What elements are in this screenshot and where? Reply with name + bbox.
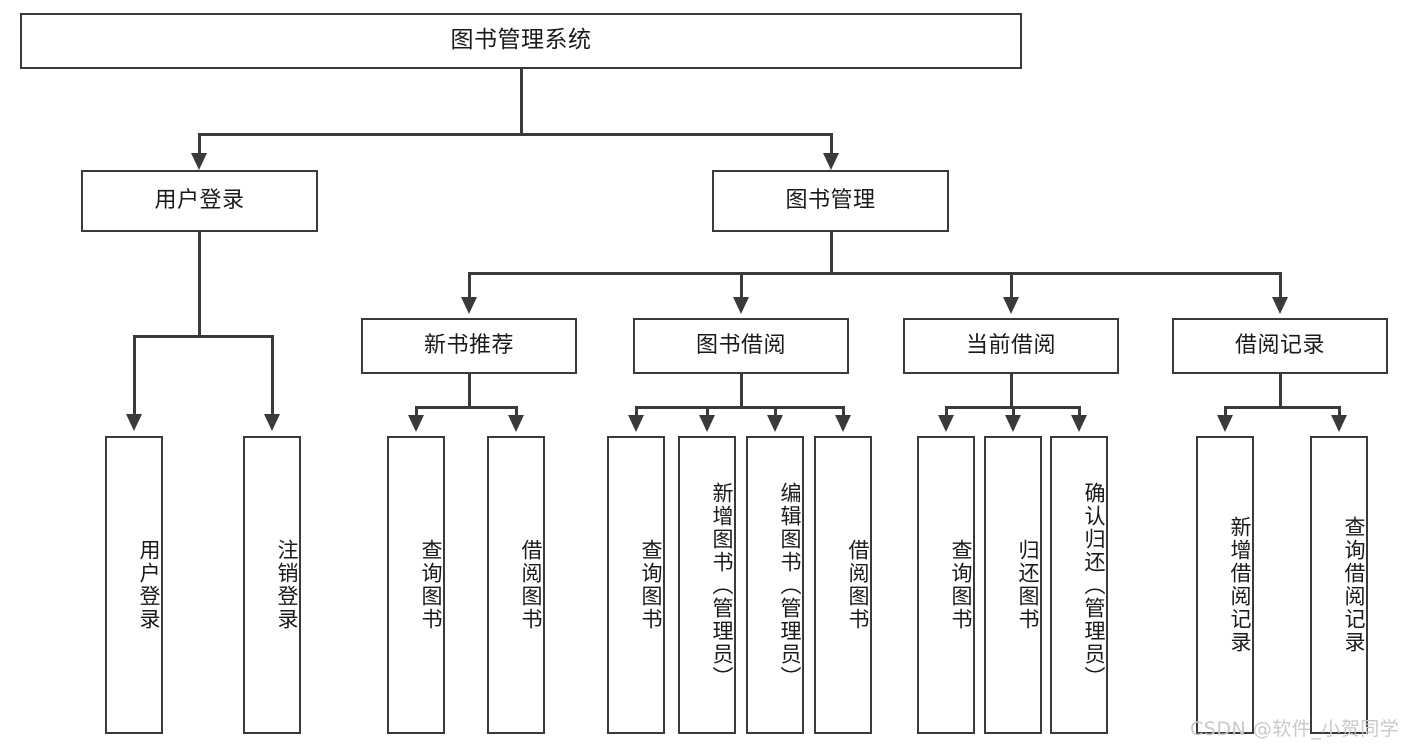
arrow-br-child-1 xyxy=(1217,415,1233,432)
node-query-borrow-record[interactable]: 查询借阅记录 xyxy=(1310,436,1368,734)
node-add-borrow-record-label: 新增借阅记录 xyxy=(1228,516,1252,654)
connector-root-bus xyxy=(198,133,832,136)
node-current-borrow-label: 当前借阅 xyxy=(965,332,1056,358)
arrow-bb-child-1 xyxy=(628,415,644,432)
connector-nbr-child-2 xyxy=(515,406,518,418)
node-book-borrow-label: 图书借阅 xyxy=(695,332,786,358)
node-logout-leaf-label: 注销登录 xyxy=(275,539,299,631)
node-user-login-label: 用户登录 xyxy=(154,187,245,213)
node-borrow-book-2-label: 借阅图书 xyxy=(846,539,870,631)
node-query-borrow-record-label: 查询借阅记录 xyxy=(1342,516,1366,654)
connector-to-user-login xyxy=(198,133,201,157)
connector-br-bus xyxy=(1224,406,1339,409)
connector-nbr-stem xyxy=(468,374,471,406)
arrow-bb-child-2 xyxy=(699,415,715,432)
node-query-book-1[interactable]: 查询图书 xyxy=(387,436,445,734)
arrow-bm-child-2 xyxy=(733,297,749,314)
node-borrow-book-1-label: 借阅图书 xyxy=(519,539,543,631)
connector-book-management-bus xyxy=(468,272,1280,275)
node-confirm-return-admin[interactable]: 确认归还（管理员） xyxy=(1050,436,1108,734)
connector-br-child-2 xyxy=(1338,406,1341,418)
node-current-borrow[interactable]: 当前借阅 xyxy=(903,318,1119,374)
connector-br-child-1 xyxy=(1224,406,1227,418)
node-new-book-recommend-label: 新书推荐 xyxy=(423,332,514,358)
connector-bb-child-2 xyxy=(706,406,709,418)
node-edit-book-admin-label: 编辑图书（管理员） xyxy=(778,481,802,689)
node-add-borrow-record[interactable]: 新增借阅记录 xyxy=(1196,436,1254,734)
connector-cb-child-1 xyxy=(945,406,948,418)
connector-bb-child-1 xyxy=(635,406,638,418)
node-query-book-2[interactable]: 查询图书 xyxy=(607,436,665,734)
arrow-bb-child-3 xyxy=(767,415,783,432)
node-logout-leaf[interactable]: 注销登录 xyxy=(243,436,301,734)
node-confirm-return-admin-label: 确认归还（管理员） xyxy=(1082,481,1106,689)
node-add-book-admin-label: 新增图书（管理员） xyxy=(710,481,734,689)
connector-book-management-stem xyxy=(830,232,833,272)
node-borrow-record[interactable]: 借阅记录 xyxy=(1172,318,1388,374)
connector-bm-child-3 xyxy=(1010,272,1013,300)
arrow-nbr-child-1 xyxy=(408,415,424,432)
node-book-management-label: 图书管理 xyxy=(785,187,876,213)
connector-cb-child-3 xyxy=(1078,406,1081,418)
arrow-nbr-child-2 xyxy=(508,415,524,432)
arrow-to-book-management xyxy=(823,153,839,170)
connector-bb-bus xyxy=(635,406,843,409)
node-user-login-leaf-label: 用户登录 xyxy=(137,539,161,631)
connector-bb-stem xyxy=(740,374,743,406)
node-query-book-3[interactable]: 查询图书 xyxy=(917,436,975,734)
arrow-bm-child-1 xyxy=(461,297,477,314)
arrow-br-child-2 xyxy=(1331,415,1347,432)
node-borrow-book-2[interactable]: 借阅图书 xyxy=(814,436,872,734)
connector-cb-child-2 xyxy=(1012,406,1015,418)
connector-bm-child-4 xyxy=(1279,272,1282,300)
node-new-book-recommend[interactable]: 新书推荐 xyxy=(361,318,577,374)
node-user-login-leaf[interactable]: 用户登录 xyxy=(105,436,163,734)
arrow-user-login-child-2 xyxy=(264,414,280,431)
connector-user-login-bus xyxy=(133,335,273,338)
connector-nbr-child-1 xyxy=(415,406,418,418)
node-return-book[interactable]: 归还图书 xyxy=(984,436,1042,734)
connector-to-book-management xyxy=(830,133,833,157)
node-user-login[interactable]: 用户登录 xyxy=(81,170,318,232)
arrow-bm-child-3 xyxy=(1003,297,1019,314)
node-root[interactable]: 图书管理系统 xyxy=(20,13,1022,69)
arrow-cb-child-3 xyxy=(1071,415,1087,432)
node-root-label: 图书管理系统 xyxy=(450,27,592,54)
connector-bm-child-1 xyxy=(468,272,471,300)
node-borrow-record-label: 借阅记录 xyxy=(1234,332,1325,358)
arrow-cb-child-2 xyxy=(1005,415,1021,432)
connector-bb-child-4 xyxy=(842,406,845,418)
connector-br-stem xyxy=(1279,374,1282,406)
node-query-book-2-label: 查询图书 xyxy=(639,539,663,631)
node-borrow-book-1[interactable]: 借阅图书 xyxy=(487,436,545,734)
arrow-cb-child-1 xyxy=(938,415,954,432)
node-edit-book-admin[interactable]: 编辑图书（管理员） xyxy=(746,436,804,734)
connector-bm-child-2 xyxy=(740,272,743,300)
connector-root-stem xyxy=(520,69,523,133)
node-add-book-admin[interactable]: 新增图书（管理员） xyxy=(678,436,736,734)
node-book-management[interactable]: 图书管理 xyxy=(712,170,949,232)
node-book-borrow[interactable]: 图书借阅 xyxy=(633,318,849,374)
arrow-to-user-login xyxy=(191,153,207,170)
node-query-book-1-label: 查询图书 xyxy=(419,539,443,631)
node-return-book-label: 归还图书 xyxy=(1016,539,1040,631)
arrow-user-login-child-1 xyxy=(126,414,142,431)
arrow-bb-child-4 xyxy=(835,415,851,432)
connector-cb-stem xyxy=(1010,374,1013,406)
connector-user-login-child-2 xyxy=(271,335,274,417)
connector-user-login-stem xyxy=(198,232,201,335)
node-query-book-3-label: 查询图书 xyxy=(949,539,973,631)
arrow-bm-child-4 xyxy=(1272,297,1288,314)
connector-user-login-child-1 xyxy=(133,335,136,417)
connector-nbr-bus xyxy=(415,406,517,409)
connector-bb-child-3 xyxy=(774,406,777,418)
